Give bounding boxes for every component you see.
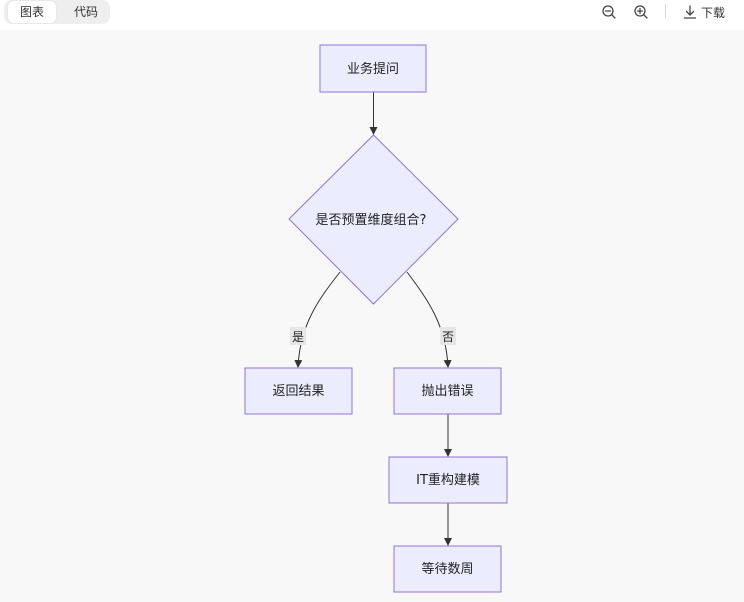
zoom-in-button[interactable] <box>632 2 650 22</box>
node-business-question[interactable]: 业务提问 <box>319 44 427 93</box>
svg-text:业务提问: 业务提问 <box>347 61 399 77</box>
zoom-in-icon <box>634 5 648 19</box>
toolbar-divider <box>665 4 666 18</box>
svg-text:是否预置维度组合?: 是否预置维度组合? <box>316 212 427 228</box>
node-wait-weeks[interactable]: 等待数周 <box>393 545 502 593</box>
download-icon <box>683 5 697 19</box>
edge-decision-no <box>406 271 452 368</box>
node-it-rebuild[interactable]: IT重构建模 <box>388 456 508 504</box>
svg-text:IT重构建模: IT重构建模 <box>416 472 480 488</box>
node-return-result[interactable]: 返回结果 <box>244 367 353 415</box>
zoom-out-button[interactable] <box>600 2 618 22</box>
zoom-out-icon <box>602 5 616 19</box>
toolbar: 图表 代码 下载 <box>0 0 744 30</box>
download-label: 下载 <box>701 5 726 20</box>
node-decision[interactable]: 是否预置维度组合? <box>288 134 459 305</box>
node-throw-error[interactable]: 抛出错误 <box>393 367 502 415</box>
edge-label-yes: 是 <box>290 327 306 345</box>
flowchart: 是 否 业务提问 是否预置维度组合? 返回结果 抛出错误 IT重构建模 <box>244 44 508 593</box>
edge-decision-yes <box>294 271 341 368</box>
edge-label-no: 否 <box>440 327 456 345</box>
download-button[interactable]: 下载 <box>682 2 732 22</box>
svg-text:等待数周: 等待数周 <box>421 561 473 577</box>
svg-text:返回结果: 返回结果 <box>272 384 324 399</box>
svg-text:否: 否 <box>442 330 454 344</box>
svg-text:抛出错误: 抛出错误 <box>421 384 473 399</box>
diagram-canvas: 是 否 业务提问 是否预置维度组合? 返回结果 抛出错误 IT重构建模 <box>0 30 744 602</box>
view-tabs: 图表 代码 <box>4 0 110 24</box>
tab-chart[interactable]: 图表 <box>8 1 56 23</box>
svg-text:是: 是 <box>292 330 304 344</box>
tab-code[interactable]: 代码 <box>73 5 98 19</box>
flow-edges <box>294 92 452 546</box>
